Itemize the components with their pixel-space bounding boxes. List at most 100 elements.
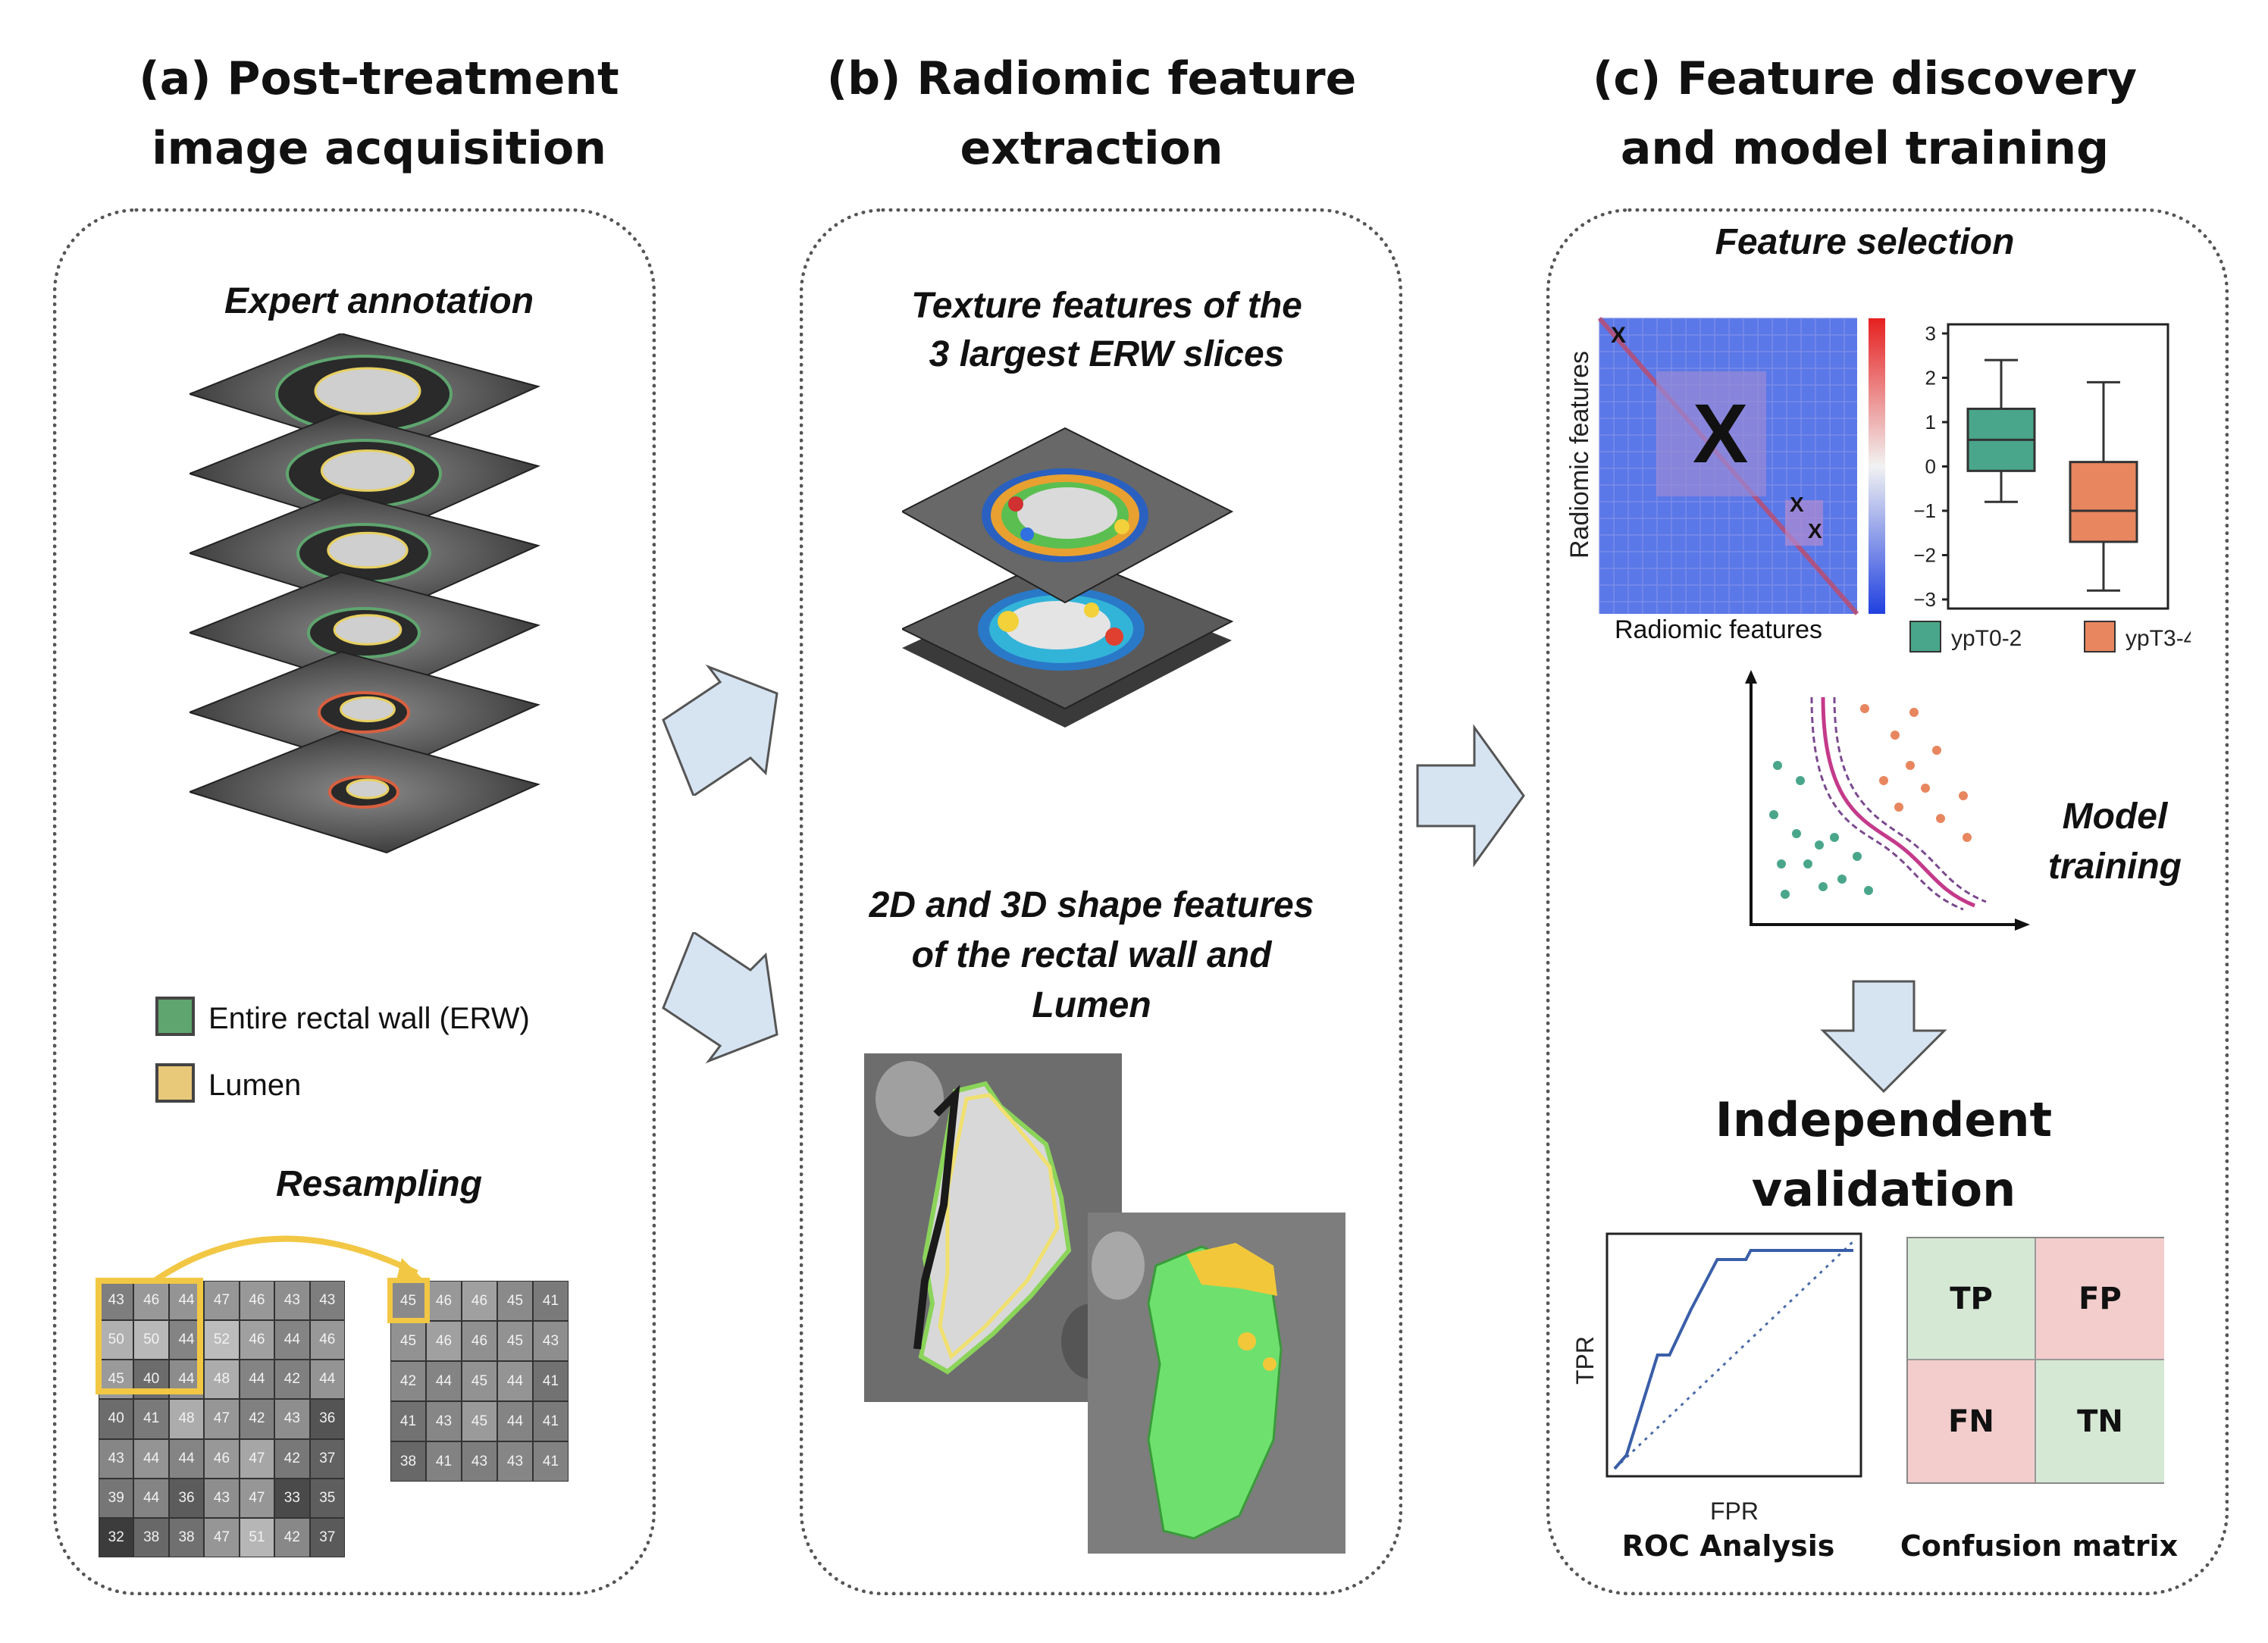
legend-erw-swatch <box>155 997 195 1036</box>
mri-slice <box>190 730 540 854</box>
roc-xlabel: FPR <box>1710 1497 1759 1525</box>
panel-c-frame <box>1546 208 2229 1595</box>
grid-cell: 43 <box>274 1399 310 1439</box>
mri-slice <box>190 333 540 456</box>
grid-cell: 43 <box>274 1281 310 1321</box>
legend-lumen-swatch <box>155 1063 195 1103</box>
grid-cell: 41 <box>533 1441 569 1482</box>
grid-cell: 46 <box>204 1438 240 1479</box>
mri-slice <box>190 650 540 775</box>
grid-cell: 39 <box>99 1478 134 1518</box>
independent-line1: Independent <box>1715 1092 2053 1147</box>
panel-a-frame <box>53 208 656 1595</box>
grid-cell: 41 <box>390 1401 426 1441</box>
grid-cell: 42 <box>239 1399 275 1439</box>
confusion-cell-fn: FN <box>1908 1360 2036 1482</box>
texture-line2: 3 largest ERW slices <box>929 334 1285 374</box>
grid-cell: 47 <box>204 1517 240 1557</box>
grid-cell: 44 <box>274 1320 310 1360</box>
grid-cell: 37 <box>309 1517 345 1557</box>
grid-cell: 41 <box>426 1441 462 1482</box>
panel-c-title-line1: (c) Feature discovery <box>1592 52 2138 105</box>
grid-cell: 43 <box>99 1438 134 1479</box>
grid-cell: 50 <box>133 1320 169 1360</box>
grid-cell: 43 <box>204 1478 240 1518</box>
boxplot-legend-label: ypT3-4 <box>2125 626 2191 651</box>
grid-cell: 45 <box>462 1361 497 1401</box>
resample-highlight-before <box>96 1278 203 1394</box>
boxplot-legend-ypT3-4: ypT3-4 <box>2084 621 2191 653</box>
boxplot-legend-ypT0-2: ypT0-2 <box>1909 621 2022 653</box>
grid-cell: 44 <box>168 1438 205 1479</box>
shape-2d-image <box>864 1053 1122 1402</box>
grid-cell: 38 <box>168 1517 205 1557</box>
resample-highlight-after <box>387 1278 430 1323</box>
grid-cell: 41 <box>533 1401 569 1441</box>
boxplot-ytick-label: 0 <box>1925 455 1936 478</box>
panel-a-title: (a) Post-treatment image acquisition <box>114 44 644 183</box>
grid-cell: 44 <box>497 1361 533 1401</box>
resampling-label: Resampling <box>275 1164 483 1204</box>
roc-ylabel: TPR <box>1571 1336 1599 1385</box>
roc-frame <box>1605 1232 1862 1478</box>
legend-lumen-label: Lumen <box>208 1069 302 1102</box>
model-training-plot <box>1745 670 2030 931</box>
boxplot-ytick-label: −3 <box>1913 588 1936 611</box>
grid-cell: 46 <box>309 1320 345 1360</box>
boxplot-legend-label: ypT0-2 <box>1951 626 2022 651</box>
grid-cell: 44 <box>426 1361 462 1401</box>
grid-cell: 45 <box>497 1281 533 1321</box>
grid-cell: 51 <box>239 1517 275 1557</box>
panel-b-title-line1: (b) Radiomic feature <box>826 52 1357 105</box>
panel-a-title-line1: (a) Post-treatment <box>139 52 619 105</box>
grid-cell: 43 <box>426 1401 462 1441</box>
arrow-a-to-b-top <box>662 664 778 796</box>
grid-cell: 32 <box>99 1517 134 1557</box>
confusion-cell-tn: TN <box>2036 1360 2164 1482</box>
grid-cell: 46 <box>426 1321 462 1361</box>
panel-b-frame <box>800 208 1402 1595</box>
correlation-heatmap: Radiomic features X X X X <box>1565 317 1885 615</box>
grid-cell: 43 <box>462 1441 497 1482</box>
grid-cell: 48 <box>204 1360 240 1400</box>
mri-slice <box>190 412 540 536</box>
grid-cell: 46 <box>426 1281 462 1321</box>
grid-cell: 43 <box>309 1281 345 1321</box>
grid-cell: 43 <box>99 1281 134 1321</box>
grid-cell: 42 <box>274 1517 310 1557</box>
confusion-cell-tp: TP <box>1908 1238 2036 1360</box>
mri-slice <box>190 571 540 695</box>
independent-line2: validation <box>1751 1162 2016 1217</box>
texture-features-label: Texture features of the 3 largest ERW sl… <box>841 282 1372 379</box>
expert-annotation-label: Expert annotation <box>224 281 534 321</box>
grid-cell: 40 <box>99 1399 134 1439</box>
shape-line2: of the rectal wall and <box>911 935 1272 975</box>
grid-cell: 35 <box>309 1478 345 1518</box>
confusion-matrix: TP FP FN TN <box>1906 1237 2164 1484</box>
confusion-cell-fp: FP <box>2036 1238 2164 1360</box>
shape-line1: 2D and 3D shape features <box>869 885 1314 925</box>
confusion-caption: Confusion matrix <box>1900 1529 2179 1563</box>
feature-selection-label: Feature selection <box>1715 222 2015 262</box>
boxplot-ytick-label: −2 <box>1913 544 1936 567</box>
grid-cell: 41 <box>533 1361 569 1401</box>
grid-cell: 43 <box>497 1441 533 1482</box>
boxplot-ytick-label: −1 <box>1913 499 1936 522</box>
panel-c-title-line2: and model training <box>1620 122 2110 175</box>
boxplot-box-ypT3-4 <box>2069 380 2138 592</box>
shape-features-label: 2D and 3D shape features of the rectal w… <box>826 881 1357 1031</box>
shape-line3: Lumen <box>1032 985 1151 1025</box>
panel-b-title: (b) Radiomic feature extraction <box>804 44 1380 183</box>
grid-cell: 48 <box>168 1399 205 1439</box>
heatmap-mark-big: X <box>1693 387 1748 480</box>
resampling-arrow <box>142 1235 424 1291</box>
grid-cell: 46 <box>133 1281 169 1321</box>
heatmap-mark-small-1: X <box>1611 323 1626 348</box>
legend-erw-label: Entire rectal wall (ERW) <box>208 1002 530 1035</box>
heatmap-ylabel: Radiomic features <box>1565 351 1594 559</box>
grid-cell: 52 <box>204 1320 240 1360</box>
grid-cell: 47 <box>239 1438 275 1479</box>
panel-c-title: (c) Feature discovery and model training <box>1569 44 2160 183</box>
grid-cell: 46 <box>239 1281 275 1321</box>
boxplot-ytick-label: 1 <box>1925 411 1936 433</box>
